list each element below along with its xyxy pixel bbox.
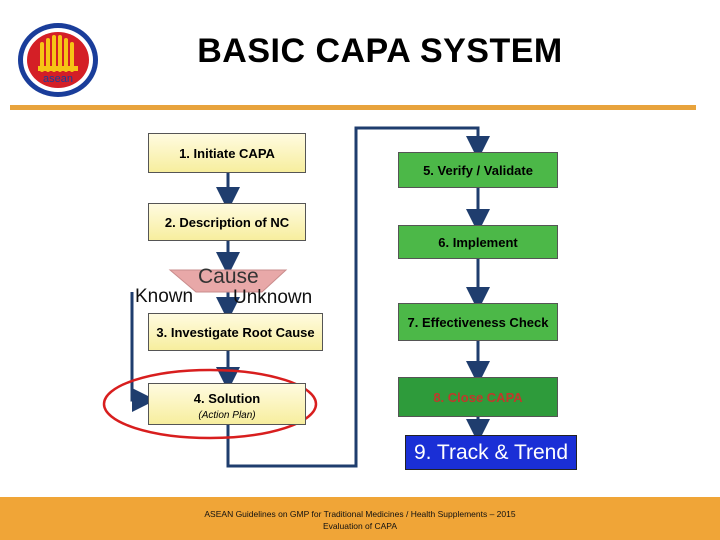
step-implement: 6. Implement bbox=[398, 225, 558, 259]
arrow-known-4 bbox=[130, 292, 156, 412]
cause-shape bbox=[168, 269, 288, 293]
title-divider bbox=[10, 105, 696, 110]
page-title: BASIC CAPA SYSTEM bbox=[197, 32, 563, 70]
footer-text: ASEAN Guidelines on GMP for Traditional … bbox=[160, 508, 560, 532]
unknown-label: Unknown bbox=[233, 287, 313, 308]
step-initiate-capa: 1. Initiate CAPA bbox=[148, 133, 306, 173]
step-effectiveness-check: 7. Effectiveness Check bbox=[398, 303, 558, 341]
step-track-trend: 9. Track & Trend bbox=[405, 435, 577, 470]
known-label: Known bbox=[135, 286, 194, 307]
step-close-capa: 8. Close CAPA bbox=[398, 377, 558, 417]
step-investigate-root-cause: 3. Investigate Root Cause bbox=[148, 313, 323, 351]
footer-line-1: ASEAN Guidelines on GMP for Traditional … bbox=[204, 509, 516, 519]
step-verify-validate: 5. Verify / Validate bbox=[398, 152, 558, 188]
asean-logo: asean bbox=[15, 20, 101, 105]
step-solution-sublabel: (Action Plan) bbox=[198, 410, 256, 421]
svg-text:asean: asean bbox=[43, 73, 73, 85]
step-description-nc: 2. Description of NC bbox=[148, 203, 306, 241]
step-solution: 4. Solution (Action Plan) bbox=[148, 383, 306, 425]
footer-line-2: Evaluation of CAPA bbox=[322, 521, 398, 531]
footer-bar bbox=[0, 497, 720, 540]
step-solution-label: 4. Solution bbox=[193, 391, 261, 406]
cause-label: Cause bbox=[198, 265, 259, 288]
arrow-4-5 bbox=[226, 126, 490, 468]
solution-highlight bbox=[102, 368, 318, 440]
